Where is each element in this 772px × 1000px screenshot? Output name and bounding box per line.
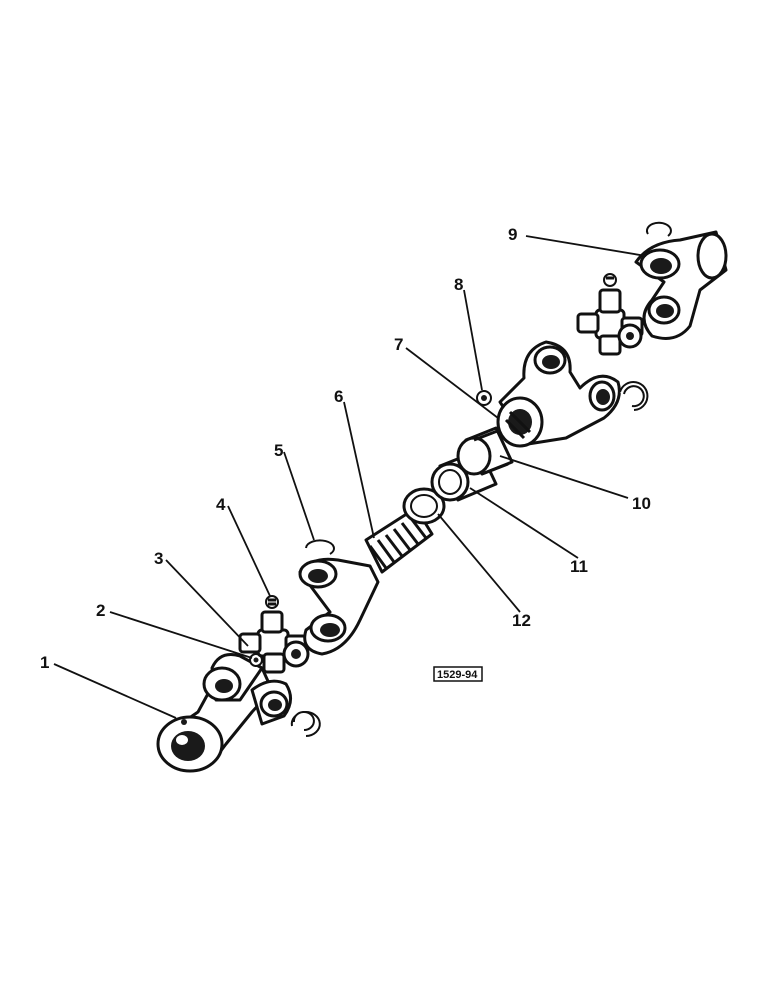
- reference-code-label: 1529-94: [433, 666, 483, 682]
- leader-12: [437, 513, 521, 613]
- callout-10: 10: [632, 494, 651, 513]
- splined-shaft-yoke: [298, 506, 434, 656]
- seal-ring-12: [402, 487, 446, 525]
- grease-nipple-lower: [249, 653, 263, 667]
- leader-3: [165, 559, 249, 647]
- leader-9: [525, 235, 647, 257]
- leader-11: [469, 487, 579, 559]
- leader-7: [405, 347, 499, 419]
- leader-1: [53, 663, 177, 719]
- splined-hub-yoke: [496, 340, 621, 448]
- callout-8: 8: [454, 275, 463, 294]
- callout-12: 12: [512, 611, 531, 630]
- leader-10: [499, 455, 629, 499]
- spider-cross-lower: [238, 595, 310, 674]
- grease-nipple-upper: [476, 390, 492, 406]
- callout-11: 11: [570, 557, 588, 576]
- leader-5: [283, 451, 315, 541]
- callout-4: 4: [216, 495, 226, 514]
- leader-2: [109, 611, 253, 659]
- spider-cross-upper: [576, 273, 644, 356]
- callout-labels: 1 2 3 4 5 6 7 8 9 10 11 12: [40, 225, 651, 672]
- leader-4: [227, 505, 271, 597]
- callout-1: 1: [40, 653, 49, 672]
- end-yoke-upper: [634, 221, 728, 340]
- callout-2: 2: [96, 601, 105, 620]
- circlip-lower: [290, 711, 321, 737]
- leader-8: [463, 289, 483, 391]
- leader-6: [343, 401, 375, 539]
- reference-code-text: 1529-94: [437, 669, 478, 681]
- end-yoke-bored: [156, 653, 292, 773]
- circlip-5: [305, 539, 335, 555]
- callout-3: 3: [154, 549, 163, 568]
- leader-lines: [53, 235, 647, 719]
- callout-5: 5: [274, 441, 283, 460]
- circlip-right: [619, 381, 649, 411]
- callout-7: 7: [394, 335, 403, 354]
- spring-ring-10: [456, 426, 514, 476]
- callout-6: 6: [334, 387, 343, 406]
- callout-9: 9: [508, 225, 517, 244]
